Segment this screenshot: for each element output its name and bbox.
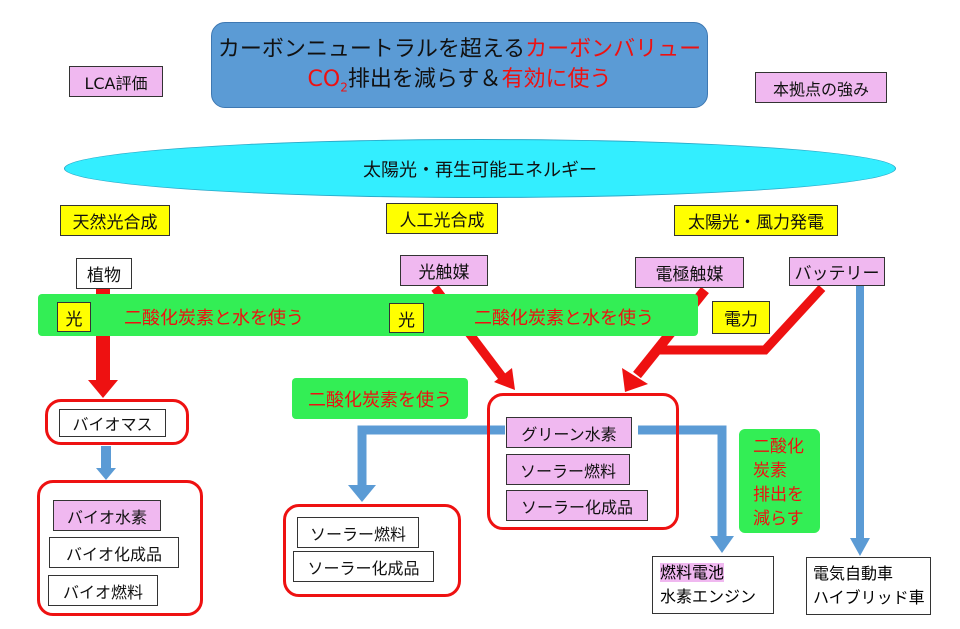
energy-ellipse: 太陽光・再生可能エネルギー: [64, 139, 896, 198]
blue-arrow-to-fuel-cell: [638, 425, 734, 553]
green-solar-chemicals: ソーラー化成品: [506, 490, 648, 521]
source-photocatalyst: 光触媒: [400, 255, 488, 286]
category-power: 太陽光・風力発電: [674, 205, 838, 236]
band-text-2: 二酸化炭素と水を使う: [474, 308, 654, 329]
category-natural: 天然光合成: [60, 205, 170, 236]
co2-water-band: [38, 294, 698, 336]
green-solar-fuel: ソーラー燃料: [506, 454, 630, 485]
band-light-1: 光: [57, 302, 91, 332]
blue-arrow-to-solar-products: [348, 425, 505, 502]
solar-product-chemicals: ソーラー化成品: [293, 551, 434, 582]
lca-label: LCA評価: [69, 66, 163, 97]
green-hydrogen: グリーン水素: [506, 417, 632, 448]
bio-product-chemicals: バイオ化成品: [49, 537, 179, 568]
vehicles-box: 電気自動車 ハイブリッド車: [806, 557, 931, 615]
bio-products-group: [37, 480, 203, 616]
biomass-box: バイオマス: [59, 409, 166, 437]
source-plant: 植物: [76, 258, 132, 289]
bio-product-hydrogen: バイオ水素: [53, 500, 161, 531]
co2-use-label: 二酸化炭素を使う: [292, 378, 468, 419]
title-box: カーボンニュートラルを超えるカーボンバリュー CO2排出を減らす＆有効に使う: [211, 22, 708, 108]
title-line-2: CO2排出を減らす＆有効に使う: [307, 67, 612, 95]
fuel-cell-box: 燃料電池 水素エンジン: [652, 556, 774, 614]
source-battery: バッテリー: [789, 257, 885, 286]
red-arrow-battery: [656, 284, 826, 355]
biomass-group: [45, 399, 189, 445]
source-electrode: 電極触媒: [635, 257, 744, 288]
green-hydrogen-group: [487, 393, 679, 530]
bio-product-fuel: バイオ燃料: [48, 575, 158, 606]
co2-reduce-label: 二酸化 炭素 排出を 減らす: [739, 429, 820, 533]
band-light-2: 光: [389, 303, 424, 333]
title-line-1: カーボンニュートラルを超えるカーボンバリュー: [217, 37, 702, 62]
strength-label: 本拠点の強み: [755, 72, 887, 103]
solar-product-fuel: ソーラー燃料: [297, 517, 419, 548]
blue-arrow-biomass-products: [96, 446, 116, 480]
blue-arrow-battery-vehicles: [850, 285, 870, 556]
solar-products-group: [283, 504, 461, 597]
band-power: 電力: [712, 301, 770, 334]
category-artificial: 人工光合成: [386, 203, 498, 234]
band-text-1: 二酸化炭素と水を使う: [124, 308, 304, 329]
